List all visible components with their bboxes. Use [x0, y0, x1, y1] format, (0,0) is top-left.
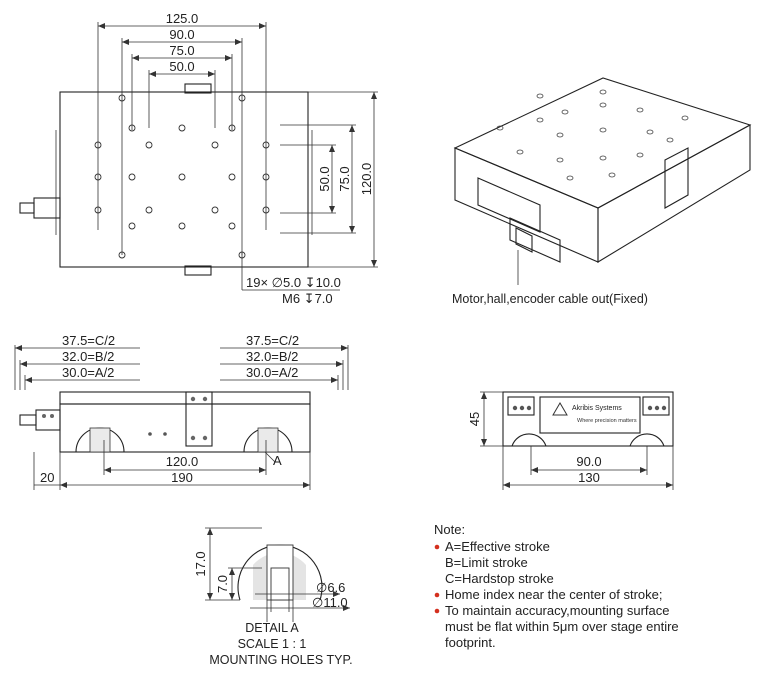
note-bullet: [434, 608, 440, 614]
dim-side-130: 130: [578, 470, 600, 485]
note-line-7: footprint.: [445, 635, 496, 650]
dim-front-190: 190: [171, 470, 193, 485]
top-connector-tab: [184, 83, 212, 94]
note-line-1: A=Effective stroke: [445, 539, 550, 554]
detail-a: 17.0 7.0 ∅6.6 ∅11.0 DETAIL A SCALE 1 : 1…: [193, 527, 353, 667]
dim-side-45: 45: [467, 412, 482, 426]
hole-spec-line1: 19× ∅5.0 ↧10.0: [246, 275, 341, 290]
stroke-left-a: 30.0=A/2: [62, 365, 114, 380]
side-body: [502, 391, 674, 447]
dim-75: 75.0: [169, 43, 194, 58]
dim-125: 125.0: [166, 11, 199, 26]
front-carriage: [59, 391, 311, 405]
bottom-connector-tab: [184, 265, 212, 276]
note-line-4: Home index near the center of stroke;: [445, 587, 663, 602]
front-connector-plate: [185, 391, 213, 447]
note-bullet: [434, 544, 440, 550]
stroke-left-c: 37.5=C/2: [62, 333, 115, 348]
dim-v-50: 50.0: [317, 166, 332, 191]
mounting-holes: [94, 94, 270, 259]
dim-detail-17: 17.0: [193, 551, 208, 576]
dim-detail-7: 7.0: [215, 575, 230, 593]
top-view-body: [59, 91, 309, 268]
dim-front-120: 120.0: [166, 454, 199, 469]
dim-detail-dia-11: ∅11.0: [312, 595, 348, 610]
side-view: Akribis Systems Where precision matters …: [467, 391, 674, 490]
cable-caption: Motor,hall,encoder cable out(Fixed): [452, 292, 648, 306]
dim-v-75: 75.0: [337, 166, 352, 191]
front-view: 37.5=C/2 32.0=B/2 30.0=A/2 37.5=C/2 32.0…: [14, 333, 349, 490]
dim-50: 50.0: [169, 59, 194, 74]
detail-caption-title: DETAIL A: [245, 621, 299, 635]
detail-caption-scale: SCALE 1 : 1: [238, 637, 307, 651]
notes-title: Note:: [434, 522, 465, 537]
dim-side-90: 90.0: [576, 454, 601, 469]
hole-spec-line2: M6 ↧7.0: [282, 291, 333, 306]
notes-block: Note: A=Effective stroke B=Limit stroke …: [434, 522, 679, 650]
top-view: 125.0 90.0 75.0 50.0 50.0 75.0 120.0 19×…: [19, 11, 378, 306]
stroke-right-b: 32.0=B/2: [246, 349, 298, 364]
brand-logo-text: Akribis Systems: [572, 405, 622, 412]
dim-90: 90.0: [169, 27, 194, 42]
detail-marker: A: [273, 453, 282, 468]
dim-v-120: 120.0: [359, 163, 374, 196]
brand-tagline: Where precision matters: [577, 418, 637, 424]
stroke-left-b: 32.0=B/2: [62, 349, 114, 364]
detail-caption-note: MOUNTING HOLES TYP.: [209, 653, 352, 667]
stroke-right-c: 37.5=C/2: [246, 333, 299, 348]
note-line-5: To maintain accuracy,mounting surface: [445, 603, 669, 618]
dim-front-20: 20: [40, 470, 54, 485]
stroke-right-a: 30.0=A/2: [246, 365, 298, 380]
note-bullet: [434, 592, 440, 598]
isometric-view: Motor,hall,encoder cable out(Fixed): [452, 77, 752, 306]
note-line-6: must be flat within 5μm over stage entir…: [445, 619, 679, 634]
dim-detail-dia-66: ∅6.6: [316, 580, 345, 595]
note-line-3: C=Hardstop stroke: [445, 571, 554, 586]
note-line-2: B=Limit stroke: [445, 555, 528, 570]
